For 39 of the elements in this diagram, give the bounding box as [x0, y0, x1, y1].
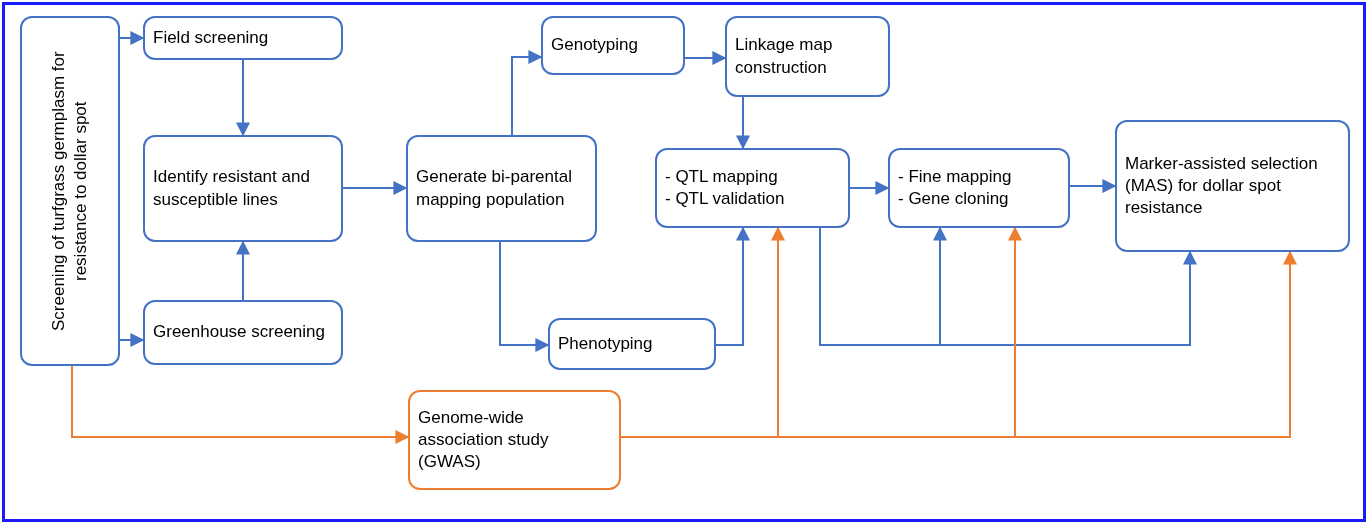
box-text: Phenotyping [558, 332, 653, 355]
arrow [511, 50, 543, 136]
process-box [406, 135, 597, 242]
arrow [342, 181, 408, 195]
process-box [143, 135, 343, 242]
process-box [143, 16, 343, 60]
arrow [71, 365, 410, 444]
box-text: Generate bi-parental mapping population [416, 166, 573, 211]
box-text: Marker-assisted selection (MAS) for dollar spot resistance [1125, 152, 1319, 220]
process-box [725, 16, 890, 97]
arrow [684, 51, 727, 65]
box-text: Genome-wide association study (GWAS) [418, 406, 550, 474]
box-text: - QTL validation [665, 188, 785, 210]
arrow [119, 31, 145, 45]
arrow [849, 181, 890, 195]
arrow [736, 96, 750, 150]
box-text: Greenhouse screening [153, 321, 325, 344]
process-box [541, 16, 685, 75]
process-box [548, 318, 716, 370]
process-box [1115, 120, 1350, 252]
process-box [888, 148, 1070, 228]
box-text: - Gene cloning [898, 188, 1009, 210]
process-box [655, 148, 850, 228]
process-box [143, 300, 343, 365]
arrow [236, 240, 250, 301]
box-text: Screening of turfgrass germplasm for resistance to dollar spot [47, 50, 91, 333]
arrow [236, 59, 250, 137]
arrow [119, 333, 145, 347]
box-text: Identify resistant and susceptible lines [153, 166, 311, 211]
box-text: Genotyping [551, 34, 638, 57]
box-text: - Fine mapping [898, 165, 1012, 188]
box-text: Linkage map construction [735, 34, 834, 79]
process-box [408, 390, 621, 490]
arrow [1069, 179, 1117, 193]
arrow [499, 241, 550, 352]
box-text: - QTL mapping [665, 165, 778, 188]
arrow [715, 226, 750, 346]
box-text: Field screening [153, 26, 269, 49]
process-box [20, 16, 120, 366]
